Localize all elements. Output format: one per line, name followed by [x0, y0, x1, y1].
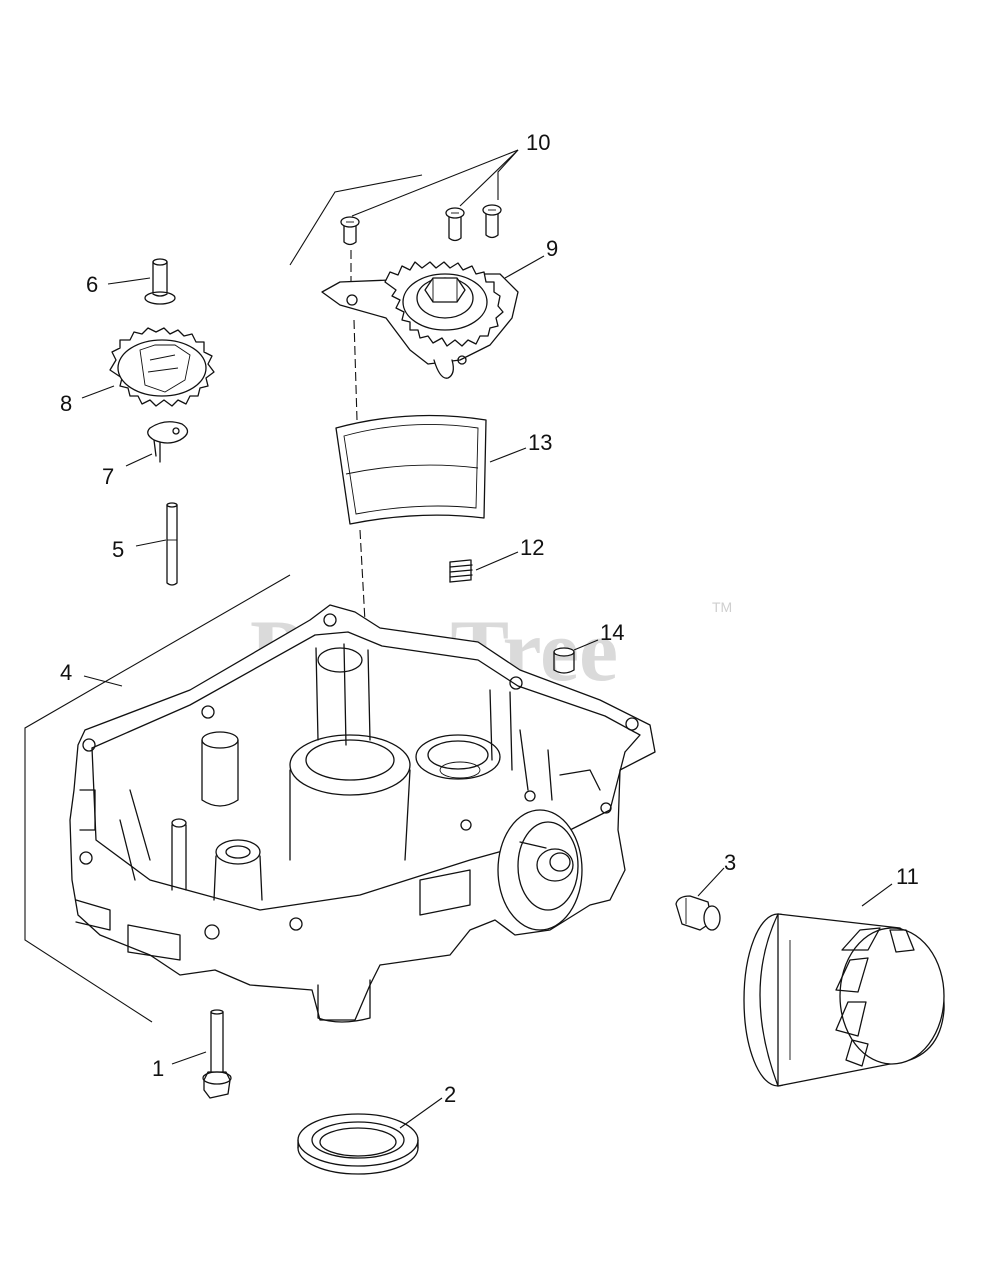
- part-12-spring[interactable]: [449, 559, 473, 583]
- filter-grip-flutes: [835, 927, 915, 1067]
- callout-14[interactable]: 14: [600, 620, 624, 645]
- callout-9[interactable]: 9: [546, 236, 558, 261]
- pump-boss: [433, 359, 454, 379]
- assembly-brackets: [24, 174, 423, 1023]
- flange-holes: [79, 613, 639, 940]
- callout-5[interactable]: 5: [112, 537, 124, 562]
- part-1-bolt[interactable]: [202, 1009, 232, 1099]
- bracket-lower: [24, 574, 291, 1023]
- part-10-screws[interactable]: [340, 204, 502, 246]
- part-2-oil-seal[interactable]: [297, 1113, 419, 1175]
- pump-gear: [384, 261, 504, 347]
- part-4-oil-pan[interactable]: [69, 604, 656, 1023]
- part-9-oil-pump[interactable]: [321, 261, 519, 379]
- screw-a: [340, 216, 360, 246]
- part-8-gear[interactable]: [109, 327, 215, 407]
- watermark-trademark: TM: [712, 599, 732, 615]
- callout-labels: 10 9 6 8 7 5 13 12 14 4 3 11 1 2: [60, 130, 919, 1107]
- screw-c: [482, 204, 502, 239]
- part-3-plug[interactable]: [675, 895, 721, 931]
- callout-11[interactable]: 11: [896, 864, 919, 889]
- callout-7[interactable]: 7: [102, 464, 114, 489]
- bracket-upper: [289, 174, 423, 266]
- crank-bore: [289, 734, 411, 1023]
- part-13-screen[interactable]: [335, 414, 487, 525]
- interior-ribs: [75, 643, 601, 961]
- callout-8[interactable]: 8: [60, 391, 72, 416]
- leader-lines: [81, 149, 893, 1129]
- callout-1[interactable]: 1: [152, 1056, 164, 1081]
- part-5-pin[interactable]: [166, 502, 178, 586]
- screw-b: [445, 207, 465, 242]
- part-7-clip[interactable]: [147, 421, 189, 463]
- callout-12[interactable]: 12: [520, 535, 544, 560]
- part-14-bushing[interactable]: [553, 647, 575, 674]
- filter-mount: [497, 809, 583, 931]
- part-11-oil-filter[interactable]: [743, 913, 945, 1087]
- cam-bore: [415, 734, 501, 780]
- callout-10[interactable]: 10: [526, 130, 550, 155]
- callout-13[interactable]: 13: [528, 430, 552, 455]
- part-6-shaft[interactable]: [144, 258, 176, 305]
- callout-2[interactable]: 2: [444, 1082, 456, 1107]
- callout-6[interactable]: 6: [86, 272, 98, 297]
- callout-4[interactable]: 4: [60, 660, 72, 685]
- small-bore: [213, 839, 263, 901]
- callout-3[interactable]: 3: [724, 850, 736, 875]
